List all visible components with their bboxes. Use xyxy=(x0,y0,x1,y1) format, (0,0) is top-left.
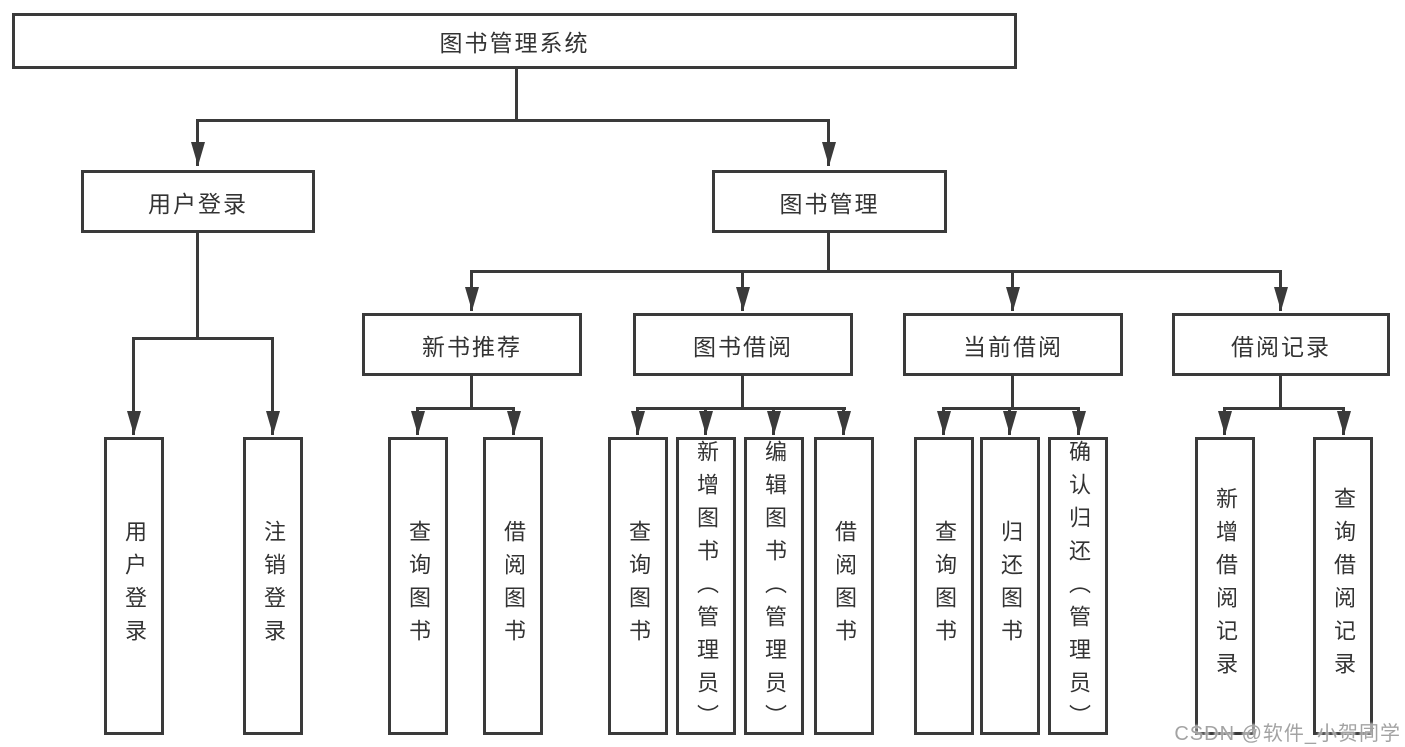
connector-userlogin-stem xyxy=(196,233,199,339)
arrow-down-icon xyxy=(699,411,713,435)
arrow-down-icon xyxy=(1006,287,1020,311)
arrow-down-icon xyxy=(1218,411,1232,435)
connector-records-stem xyxy=(1279,376,1282,409)
leaf-add-borrow-record: 新增借阅记录 xyxy=(1195,437,1255,735)
connector-current-stem xyxy=(1011,376,1014,409)
leaf-borrow-books-recommend: 借阅图书 xyxy=(483,437,543,735)
connector-borrow-stem xyxy=(741,376,744,409)
arrow-down-icon xyxy=(266,411,280,435)
leaf-borrow-books-borrowing: 借阅图书 xyxy=(814,437,874,735)
node-library-system: 图书管理系统 xyxy=(12,13,1017,69)
node-label: 新增图书（管理员） xyxy=(694,440,719,737)
arrow-down-icon xyxy=(465,287,479,311)
arrow-down-icon xyxy=(1337,411,1351,435)
node-label: 归还图书 xyxy=(998,520,1023,652)
arrow-down-icon xyxy=(937,411,951,435)
node-book-borrowing: 图书借阅 xyxy=(633,313,853,376)
node-label: 借阅记录 xyxy=(1231,333,1331,360)
node-label: 注销登录 xyxy=(261,520,286,652)
node-label: 新增借阅记录 xyxy=(1213,487,1238,685)
arrow-down-icon xyxy=(127,411,141,435)
arrow-down-icon xyxy=(411,411,425,435)
node-label: 用户登录 xyxy=(122,520,147,652)
node-label: 查询借阅记录 xyxy=(1331,487,1356,685)
node-label: 图书管理系统 xyxy=(439,30,590,56)
leaf-edit-book-admin: 编辑图书（管理员） xyxy=(744,437,804,737)
node-label: 用户登录 xyxy=(148,190,248,217)
arrow-down-icon xyxy=(736,287,750,311)
node-user-login: 用户登录 xyxy=(81,170,315,233)
leaf-confirm-return-admin: 确认归还（管理员） xyxy=(1048,437,1108,737)
arrow-down-icon xyxy=(822,142,836,166)
arrow-down-icon xyxy=(1274,287,1288,311)
connector-drop-leaf xyxy=(271,337,274,435)
node-label: 确认归还（管理员） xyxy=(1066,440,1091,737)
arrow-down-icon xyxy=(1072,411,1086,435)
connector-bookmgmt-stem xyxy=(827,233,830,272)
connector-newbook-stem xyxy=(470,376,473,409)
arrow-down-icon xyxy=(191,142,205,166)
node-label: 查询图书 xyxy=(932,520,957,652)
node-label: 新书推荐 xyxy=(422,333,522,360)
connector-root-branch xyxy=(196,119,830,122)
leaf-query-borrow-record: 查询借阅记录 xyxy=(1313,437,1373,735)
node-current-borrowing: 当前借阅 xyxy=(903,313,1123,376)
leaf-logout: 注销登录 xyxy=(243,437,303,735)
connector-drop-leaf xyxy=(132,337,135,435)
connector-newbook-branch xyxy=(416,407,515,410)
leaf-query-books-current: 查询图书 xyxy=(914,437,974,735)
leaf-add-book-admin: 新增图书（管理员） xyxy=(676,437,736,737)
arrow-down-icon xyxy=(767,411,781,435)
connector-records-branch xyxy=(1223,407,1345,410)
node-label: 借阅图书 xyxy=(501,520,526,652)
connector-root-stem xyxy=(515,69,518,119)
node-new-book-recommend: 新书推荐 xyxy=(362,313,582,376)
node-book-management: 图书管理 xyxy=(712,170,947,233)
arrow-down-icon xyxy=(631,411,645,435)
leaf-user-login: 用户登录 xyxy=(104,437,164,735)
connector-userlogin-branch xyxy=(132,337,274,340)
connector-current-branch xyxy=(942,407,1080,410)
leaf-query-books-borrowing: 查询图书 xyxy=(608,437,668,735)
node-label: 查询图书 xyxy=(406,520,431,652)
arrow-down-icon xyxy=(1003,411,1017,435)
leaf-return-book: 归还图书 xyxy=(980,437,1040,735)
leaf-query-books-recommend: 查询图书 xyxy=(388,437,448,735)
node-label: 图书管理 xyxy=(779,190,880,217)
csdn-watermark: CSDN @软件_小贺同学 xyxy=(1174,723,1401,745)
node-label: 查询图书 xyxy=(626,520,651,652)
node-label: 借阅图书 xyxy=(832,520,857,652)
node-borrow-records: 借阅记录 xyxy=(1172,313,1390,376)
node-label: 编辑图书（管理员） xyxy=(762,440,787,737)
connector-bookmgmt-branch xyxy=(470,270,1282,273)
arrow-down-icon xyxy=(507,411,521,435)
node-label: 当前借阅 xyxy=(963,333,1063,360)
connector-borrow-branch xyxy=(636,407,846,410)
node-label: 图书借阅 xyxy=(693,333,793,360)
arrow-down-icon xyxy=(837,411,851,435)
